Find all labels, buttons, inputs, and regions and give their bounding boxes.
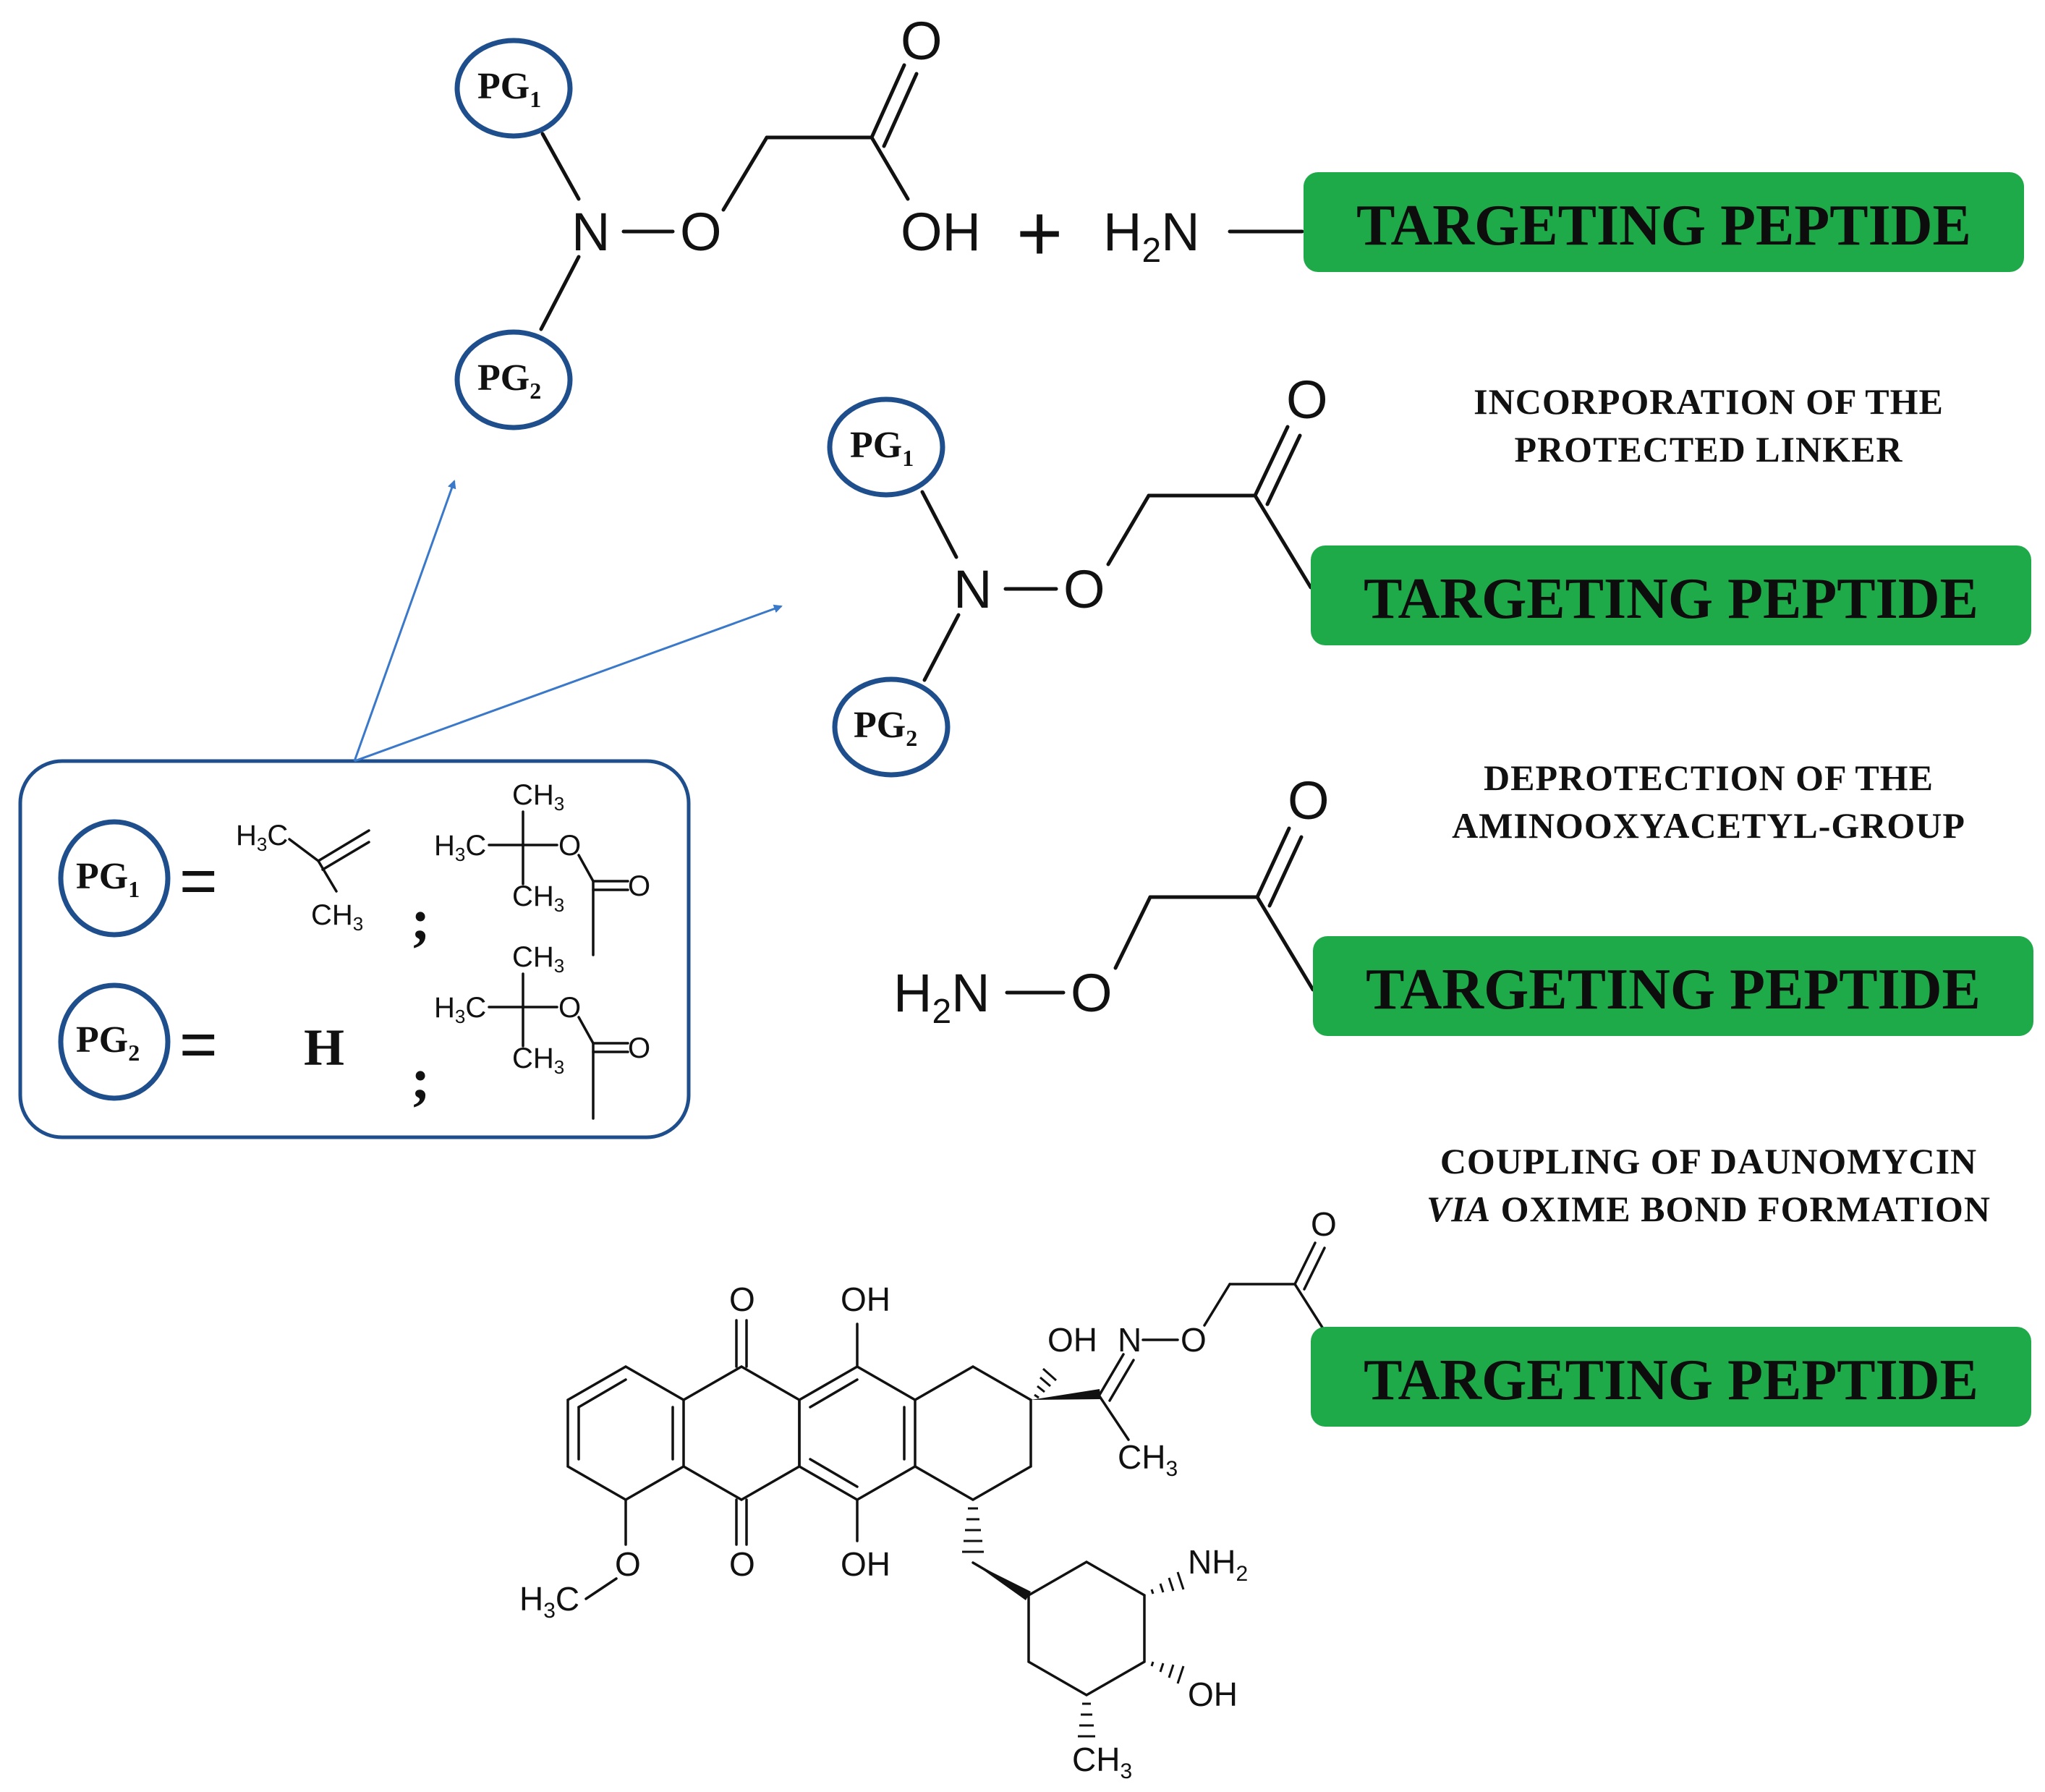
legend-box bbox=[18, 759, 691, 1139]
boc2-carbonyl-o: O bbox=[628, 1032, 650, 1064]
step1-label-line1: INCORPORATION OF THE bbox=[1474, 381, 1944, 422]
step1-pg1-circle bbox=[827, 396, 945, 498]
step2-label-line1: DEPROTECTION OF THE bbox=[1484, 757, 1934, 798]
legend-pg1-circle bbox=[58, 819, 171, 938]
plus-sign: + bbox=[1016, 189, 1063, 278]
boc2-o: O bbox=[558, 992, 581, 1024]
boc2-ch3-bottom: CH3 bbox=[512, 1042, 564, 1078]
step1-pg1-label: PG1 bbox=[850, 425, 914, 471]
dauno-oh-top: OH bbox=[841, 1281, 890, 1318]
boc1-h3c: H3C bbox=[434, 830, 486, 865]
dauno-nh2: NH2 bbox=[1188, 1543, 1248, 1586]
legend-equals-1: = bbox=[179, 845, 218, 917]
hashed-bond-oh bbox=[1034, 1367, 1057, 1399]
legend-pg2-label: PG2 bbox=[76, 1019, 140, 1066]
dauno-oh-bottom: OH bbox=[841, 1545, 890, 1583]
boc2-h3c: H3C bbox=[434, 992, 486, 1027]
step1-pg2-label: PG2 bbox=[854, 705, 917, 751]
peptide-box-1 bbox=[1304, 172, 2024, 272]
boc1-ch3-top: CH3 bbox=[512, 779, 564, 815]
reactant-amine-peptide: H2N TARGETING PEPTIDE bbox=[1103, 172, 2024, 272]
peptide-label-3: TARGETING PEPTIDE bbox=[1366, 958, 1981, 1022]
dauno-oh-tertiary: OH bbox=[1047, 1321, 1097, 1359]
hashed-bond-ring-oh bbox=[1150, 1661, 1185, 1684]
dauno-methoxy-o: O bbox=[615, 1545, 641, 1583]
isobutenyl-h3c: H3C bbox=[236, 820, 288, 855]
step1-carbonyl-o: O bbox=[1286, 370, 1328, 430]
arrow-to-step1 bbox=[354, 604, 783, 763]
reactant-oh: OH bbox=[901, 202, 981, 262]
step1-n-atom: N bbox=[953, 559, 992, 619]
step2-o-atom: O bbox=[1071, 963, 1113, 1023]
step2-label-line2: AMINOOXYACETYL-GROUP bbox=[1452, 805, 1965, 846]
boc1-carbonyl-o: O bbox=[628, 870, 650, 902]
peptide-box-4 bbox=[1311, 1327, 2031, 1427]
boc1-ch3-bottom: CH3 bbox=[512, 880, 564, 916]
wedge-bond-oxime bbox=[1031, 1389, 1101, 1400]
dauno-h3c: H3C bbox=[519, 1580, 579, 1623]
step1-label-line2: PROTECTED LINKER bbox=[1515, 429, 1903, 470]
protecting-group-legend: PG1 = H3C CH3 ; CH3 H3C O CH3 O PG2 = H … bbox=[18, 480, 783, 1139]
reactant-o-atom: O bbox=[680, 202, 722, 262]
legend-sep-2: ; bbox=[411, 1048, 430, 1111]
hashed-bond-nh2 bbox=[1150, 1571, 1185, 1594]
daunomycin-conjugate: O O OH OH O H3C OH N bbox=[519, 1205, 2031, 1783]
step3-label-line1: COUPLING OF DAUNOMYCIN bbox=[1440, 1141, 1977, 1181]
legend-sep-1: ; bbox=[411, 888, 430, 952]
arrow-to-reactant bbox=[353, 480, 456, 762]
legend-pg1-label: PG1 bbox=[76, 856, 140, 902]
dauno-oxime-o: O bbox=[1181, 1321, 1207, 1359]
isobutenyl-ch3: CH3 bbox=[311, 899, 363, 935]
hashed-bond-ch2 bbox=[962, 1507, 984, 1553]
step2-h2n: H2N bbox=[893, 963, 990, 1031]
protected-linker-peptide: PG1 PG2 N O O TARGETING PEPTIDE bbox=[827, 370, 2031, 778]
dauno-oxime-n: N bbox=[1118, 1321, 1141, 1359]
step3-label-line2: VIA OXIME BOND FORMATION bbox=[1427, 1189, 1991, 1229]
reactant-carbonyl-o: O bbox=[901, 11, 943, 71]
reactant-linker: PG1 PG2 N O O OH bbox=[454, 11, 981, 430]
dauno-oh-ring: OH bbox=[1188, 1676, 1238, 1713]
peptide-label-1: TARGETING PEPTIDE bbox=[1356, 194, 1971, 258]
dauno-ch3-ring: CH3 bbox=[1072, 1741, 1132, 1783]
peptide-box-3 bbox=[1313, 936, 2033, 1036]
deprotected-linker-peptide: H2N O O TARGETING PEPTIDE bbox=[893, 770, 2033, 1036]
step1-o-atom: O bbox=[1063, 559, 1105, 619]
step1-pg2-circle bbox=[832, 676, 951, 778]
peptide-box-2 bbox=[1311, 545, 2031, 645]
legend-h-value: H bbox=[304, 1019, 344, 1077]
dauno-linker-carbonyl-o: O bbox=[1311, 1205, 1337, 1243]
pg2-circle bbox=[454, 329, 573, 430]
dauno-o-top: O bbox=[729, 1281, 755, 1318]
peptide-label-2: TARGETING PEPTIDE bbox=[1364, 567, 1978, 631]
boc2-ch3-top: CH3 bbox=[512, 941, 564, 977]
step2-carbonyl-o: O bbox=[1288, 770, 1330, 831]
legend-pg2-circle bbox=[58, 982, 171, 1101]
amine-h2n: H2N bbox=[1103, 202, 1200, 270]
hashed-bond-ring-ch3 bbox=[1078, 1702, 1095, 1738]
boc1-o: O bbox=[558, 830, 581, 862]
dauno-ch3-methyl: CH3 bbox=[1118, 1438, 1178, 1481]
pg1-label: PG1 bbox=[477, 66, 541, 112]
dauno-o-bottom: O bbox=[729, 1545, 755, 1583]
legend-equals-2: = bbox=[179, 1008, 218, 1081]
pg1-circle bbox=[454, 38, 573, 139]
reactant-n-atom: N bbox=[571, 202, 610, 262]
peptide-label-4: TARGETING PEPTIDE bbox=[1364, 1349, 1978, 1412]
pg2-label: PG2 bbox=[477, 357, 541, 404]
